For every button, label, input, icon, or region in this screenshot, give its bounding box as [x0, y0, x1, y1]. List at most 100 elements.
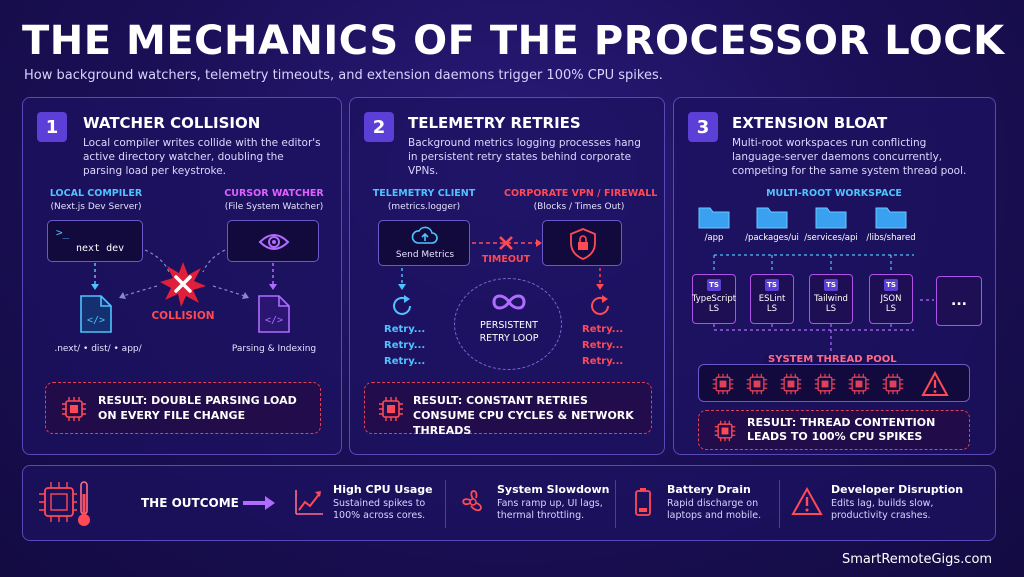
thread-chip-icon	[814, 373, 836, 395]
footer-brand: SmartRemoteGigs.com	[842, 552, 993, 567]
terminal-command: next dev	[76, 243, 125, 254]
result-box: RESULT: DOUBLE PARSING LOAD ON EVERY FIL…	[45, 382, 321, 434]
arrow-right-icon	[243, 496, 275, 510]
outcome-item-desc: Edits lag, builds slow, productivity cra…	[831, 498, 934, 521]
outcome-item-title: Developer Disruption	[831, 483, 964, 496]
panel-number-badge: 3	[688, 112, 718, 142]
workspace-connectors	[713, 254, 934, 352]
page-subtitle: How background watchers, telemetry timeo…	[24, 68, 663, 83]
shield-lock-icon	[570, 228, 596, 260]
server-suffix: LS	[708, 304, 720, 314]
thread-pool-box	[698, 364, 970, 402]
outcome-item-title: Battery Drain	[667, 483, 751, 496]
panel-telemetry-retries: 2 TELEMETRY RETRIES Background metrics l…	[349, 97, 665, 455]
panel-watcher-collision: 1 WATCHER COLLISION Local compiler write…	[22, 97, 342, 455]
result-text: RESULT: CONSTANT RETRIES CONSUME CPU CYC…	[413, 394, 634, 437]
cloud-upload-icon	[411, 226, 438, 244]
terminal-box: >_ next dev	[47, 220, 143, 262]
warning-icon	[921, 371, 949, 396]
result-box: RESULT: THREAD CONTENTION LEADS TO 100% …	[698, 410, 970, 450]
collision-burst-icon	[160, 262, 206, 307]
firewall-box	[542, 220, 622, 266]
send-metrics-box: Send Metrics	[378, 220, 470, 266]
hot-cpu-icon	[39, 481, 90, 526]
folder-icon	[698, 207, 730, 229]
vpn-firewall-label: CORPORATE VPN / FIREWALL	[504, 188, 658, 199]
fan-icon	[462, 490, 482, 512]
panel-number-badge: 2	[364, 112, 394, 142]
server-name: ESLint	[758, 294, 786, 304]
panel-title: EXTENSION BLOAT	[732, 114, 888, 132]
server-name: JSON	[880, 294, 902, 304]
server-name: Tailwind	[814, 294, 848, 304]
ts-badge: TS	[765, 279, 779, 291]
collision-label: COLLISION	[151, 310, 215, 322]
thread-chip-icon	[848, 373, 870, 395]
code-file-icon-blue: </>	[80, 295, 112, 333]
folder-icon	[875, 207, 907, 229]
workspace-folder: /packages/ui	[737, 204, 807, 243]
page-title: THE MECHANICS OF THE PROCESSOR LOCK	[22, 18, 1005, 64]
retry-item: Retry...	[582, 324, 624, 335]
cursor-watcher-sublabel: (File System Watcher)	[224, 202, 324, 212]
parsing-caption: Parsing & Indexing	[231, 344, 317, 354]
local-compiler-sublabel: (Next.js Dev Server)	[50, 202, 142, 212]
retry-item: Retry...	[384, 356, 426, 367]
eye-icon	[258, 234, 290, 250]
retry-list-left: Retry... Retry... Retry...	[384, 322, 425, 370]
folder-icon	[815, 207, 847, 229]
workspace-label: MULTI-ROOT WORKSPACE	[766, 188, 902, 199]
retry-cycle-icon-red	[591, 295, 609, 315]
local-compiler-label: LOCAL COMPILER	[49, 188, 143, 199]
retry-list-right: Retry... Retry... Retry...	[582, 322, 623, 370]
ts-badge: TS	[824, 279, 838, 291]
cursor-watcher-label: CURSOR WATCHER	[224, 188, 324, 199]
panel-description: Multi-root workspaces run conflicting la…	[732, 137, 967, 177]
outcome-divider	[779, 480, 780, 528]
server-suffix: LS	[766, 304, 778, 314]
result-text: RESULT: DOUBLE PARSING LOAD ON EVERY FIL…	[98, 394, 297, 422]
cpu-chip-icon	[62, 397, 86, 421]
outcome-divider	[445, 480, 446, 528]
telemetry-client-label: TELEMETRY CLIENT	[372, 188, 476, 199]
folder-label: /packages/ui	[745, 233, 799, 243]
thread-chip-icon	[746, 373, 768, 395]
thread-chip-icon	[712, 373, 734, 395]
folder-label: /app	[704, 233, 724, 243]
retry-loop-circle: PERSISTENT RETRY LOOP	[454, 278, 562, 370]
code-file-icon-purple: </>	[258, 295, 290, 333]
outcome-label: THE OUTCOME	[141, 496, 239, 510]
workspace-folder: /services/api	[796, 204, 866, 243]
collision-arrows	[91, 249, 277, 299]
timeout-label: TIMEOUT	[481, 254, 531, 265]
svg-text:</>: </>	[265, 315, 283, 326]
outcome-item-desc: Fans ramp up, UI lags, thermal throttlin…	[497, 498, 603, 521]
panel-number-badge: 1	[37, 112, 67, 142]
panel-title: WATCHER COLLISION	[83, 114, 261, 132]
trend-up-icon	[295, 490, 323, 515]
send-metrics-label: Send Metrics	[395, 250, 455, 260]
result-box: RESULT: CONSTANT RETRIES CONSUME CPU CYC…	[364, 382, 652, 437]
thread-pool-label: SYSTEM THREAD POOL	[764, 354, 898, 365]
folder-label: /libs/shared	[866, 233, 916, 243]
thread-chip-icon	[882, 373, 904, 395]
folder-icon	[756, 207, 788, 229]
retry-item: Retry...	[384, 324, 426, 335]
workspace-folder: /app	[679, 204, 749, 243]
server-name: TypeScript	[691, 294, 737, 304]
server-suffix: LS	[825, 304, 837, 314]
vpn-firewall-sublabel: (Blocks / Times Out)	[533, 202, 625, 212]
panel-description: Local compiler writes collide with the e…	[83, 137, 321, 177]
outcome-item-title: System Slowdown	[497, 483, 610, 496]
ts-badge: TS	[884, 279, 898, 291]
panel-extension-bloat: 3 EXTENSION BLOAT Multi-root workspaces …	[673, 97, 996, 455]
retry-item: Retry...	[384, 340, 426, 351]
